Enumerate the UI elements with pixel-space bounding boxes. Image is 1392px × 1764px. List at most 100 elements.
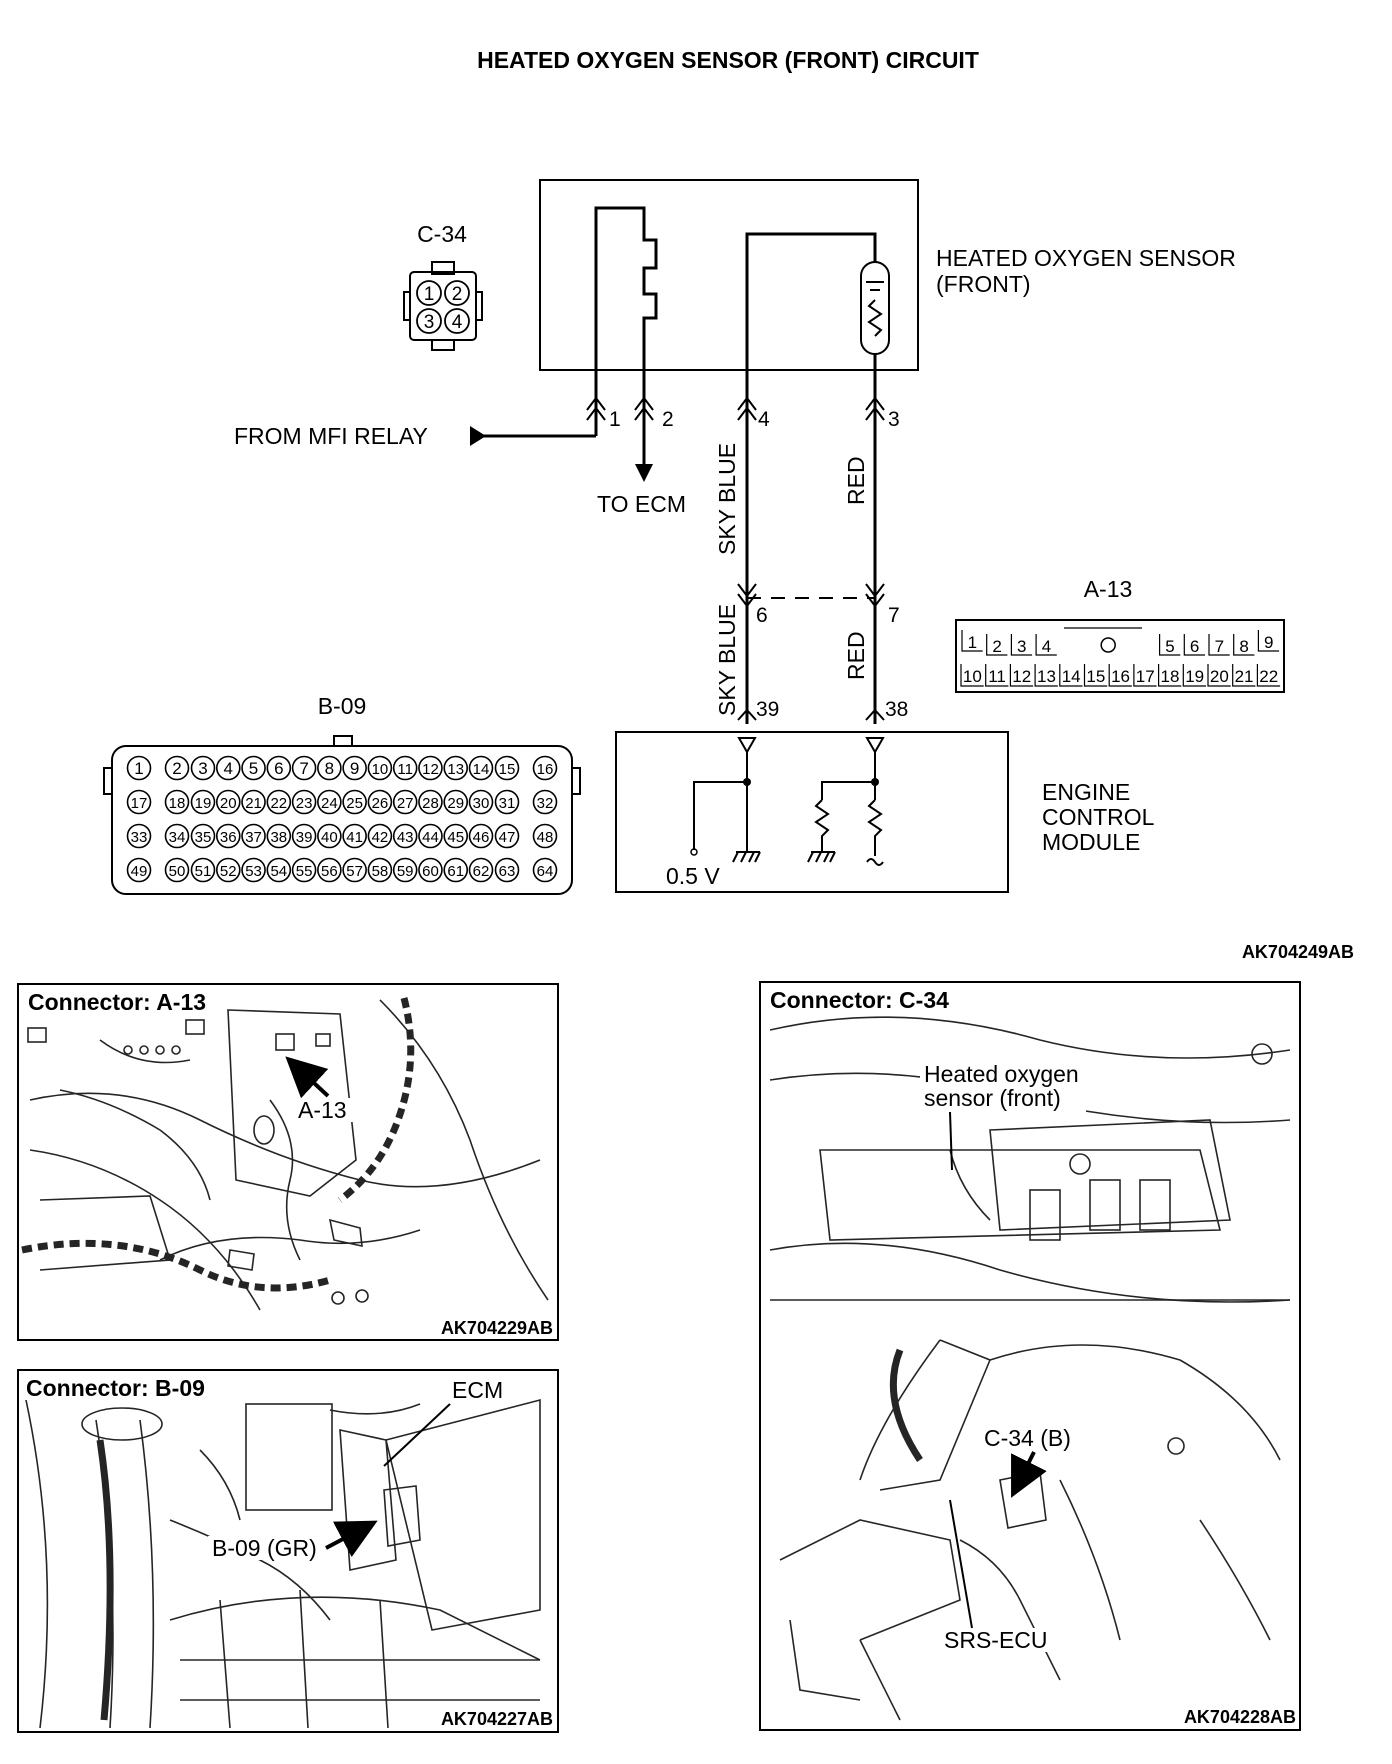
- b09-pin-cavity: [468, 755, 494, 781]
- b09-pin-number: 43: [397, 829, 414, 846]
- b09-pin-cavity: [494, 755, 520, 781]
- pin-numbers: 1 2 4 3 6 7 39 38: [609, 408, 908, 721]
- b09-pin-number: 41: [346, 829, 363, 846]
- c34-pin-cavity: [416, 280, 442, 306]
- b09-pin-cavity: [342, 823, 367, 849]
- b09-pin-number: 13: [447, 761, 464, 778]
- a13-pin-number: 2: [992, 637, 1001, 656]
- b09-pin-cavity: [342, 755, 367, 781]
- b09-pin-cavity: [532, 789, 558, 815]
- b09-pin-cavity: [266, 857, 292, 883]
- a13-pin-number: 22: [1259, 667, 1278, 686]
- b09-pin-number: 15: [499, 761, 516, 778]
- b09-pin-number: 59: [397, 863, 414, 880]
- photo-b09-callout-connector: B-09 (GR): [212, 1535, 317, 1561]
- b09-pin-number: 29: [447, 795, 464, 812]
- b09-pin-cavity: [418, 789, 443, 815]
- b09-pin-number: 31: [499, 795, 516, 812]
- pin-38: 38: [885, 698, 908, 721]
- photo-b09-callout-ecm: ECM: [452, 1377, 503, 1403]
- a13-pin-number: 10: [963, 667, 982, 686]
- photo-b09-code: AK704227AB: [441, 1709, 553, 1729]
- b09-pin-number: 33: [131, 829, 148, 846]
- a13-pin-number: 9: [1264, 633, 1273, 652]
- b09-pin-cavity: [190, 755, 216, 781]
- b09-pin-cavity: [266, 789, 292, 815]
- a13-pin-number: 5: [1165, 637, 1174, 656]
- connector-b09-label: B-09: [318, 693, 367, 719]
- photo-panel-b09: Connector: B-09 ECM B-09 (GR) AK704227AB: [17, 1369, 559, 1733]
- b09-pin-cavity: [494, 789, 520, 815]
- b09-pin-number: 34: [169, 829, 186, 846]
- b09-pin-number: 7: [299, 759, 308, 778]
- b09-pin-number: 40: [321, 829, 338, 846]
- b09-pin-number: 58: [372, 863, 389, 880]
- b09-pin-cavity: [190, 823, 216, 849]
- b09-pin-cavity: [392, 755, 418, 781]
- b09-pin-cavity: [367, 789, 393, 815]
- b09-pin-number: 25: [346, 795, 363, 812]
- b09-pin-number: 57: [346, 863, 363, 880]
- pin-39: 39: [756, 698, 779, 721]
- a13-pin-number: 3: [1017, 637, 1026, 656]
- b09-pin-cavity: [532, 857, 558, 883]
- a13-pin-number: 11: [988, 667, 1006, 686]
- b09-pin-number: 1: [134, 759, 143, 778]
- c34-pin-cavity: [416, 308, 442, 334]
- b09-pin-number: 11: [397, 761, 413, 778]
- a13-pin-number: 12: [1012, 667, 1031, 686]
- b09-pin-number: 16: [537, 761, 554, 778]
- pin-7: 7: [888, 604, 900, 627]
- pin-3: 3: [888, 408, 900, 431]
- b09-pin-cavity: [392, 857, 418, 883]
- a13-pin-number: 15: [1086, 667, 1105, 686]
- c34-pin-number: 2: [452, 284, 463, 305]
- to-ecm-label: TO ECM: [597, 491, 686, 517]
- b09-pin-cavity: [418, 857, 443, 883]
- b09-pin-cavity: [418, 823, 443, 849]
- b09-pin-number: 44: [422, 829, 439, 846]
- b09-pin-cavity: [418, 755, 443, 781]
- b09-pin-number: 48: [537, 829, 554, 846]
- b09-pin-cavity: [190, 789, 216, 815]
- b09-pin-cavity: [468, 857, 494, 883]
- b09-pin-number: 6: [274, 759, 283, 778]
- ecm-label-line2: CONTROL: [1042, 804, 1155, 830]
- b09-pin-cavity: [342, 857, 367, 883]
- b09-pin-number: 51: [195, 863, 212, 880]
- photo-c34-callout-sensor-line1: Heated oxygen: [924, 1061, 1079, 1087]
- b09-pin-cavity: [443, 755, 469, 781]
- ecm-label-line1: ENGINE: [1042, 779, 1130, 805]
- a13-key-hole-icon: [1100, 637, 1116, 653]
- b09-pin-cavity: [266, 823, 292, 849]
- a13-pin-number: 17: [1136, 667, 1155, 686]
- b09-pin-cavity: [532, 755, 558, 781]
- a13-pin-number: 20: [1210, 667, 1229, 686]
- b09-pin-number: 38: [270, 829, 287, 846]
- a13-pin-number: 1: [968, 633, 977, 652]
- ecm-label-line3: MODULE: [1042, 829, 1140, 855]
- b09-pin-number: 27: [397, 795, 414, 812]
- wire-color-sky-blue-upper: SKY BLUE: [714, 443, 740, 555]
- pin-6: 6: [756, 604, 768, 627]
- photo-c34-callout-sensor-line2: sensor (front): [924, 1085, 1061, 1111]
- a13-pin-number: 4: [1042, 637, 1051, 656]
- sensor-label-line1: HEATED OXYGEN SENSOR: [936, 245, 1236, 271]
- b09-pin-cavity: [291, 789, 317, 815]
- b09-pin-number: 17: [131, 795, 148, 812]
- b09-pin-number: 9: [350, 759, 359, 778]
- b09-pin-number: 26: [372, 795, 389, 812]
- photo-c34-code: AK704228AB: [1184, 1707, 1296, 1727]
- pin-4: 4: [758, 408, 770, 431]
- b09-pin-number: 24: [321, 795, 338, 812]
- b09-pin-number: 12: [422, 761, 439, 778]
- a13-pin-number: 21: [1235, 667, 1254, 686]
- c34-pin-number: 4: [452, 312, 463, 333]
- photo-b09-title: Connector: B-09: [26, 1375, 205, 1401]
- b09-pin-number: 5: [249, 759, 258, 778]
- b09-pin-number: 37: [245, 829, 262, 846]
- a13-pin-number: 8: [1239, 637, 1248, 656]
